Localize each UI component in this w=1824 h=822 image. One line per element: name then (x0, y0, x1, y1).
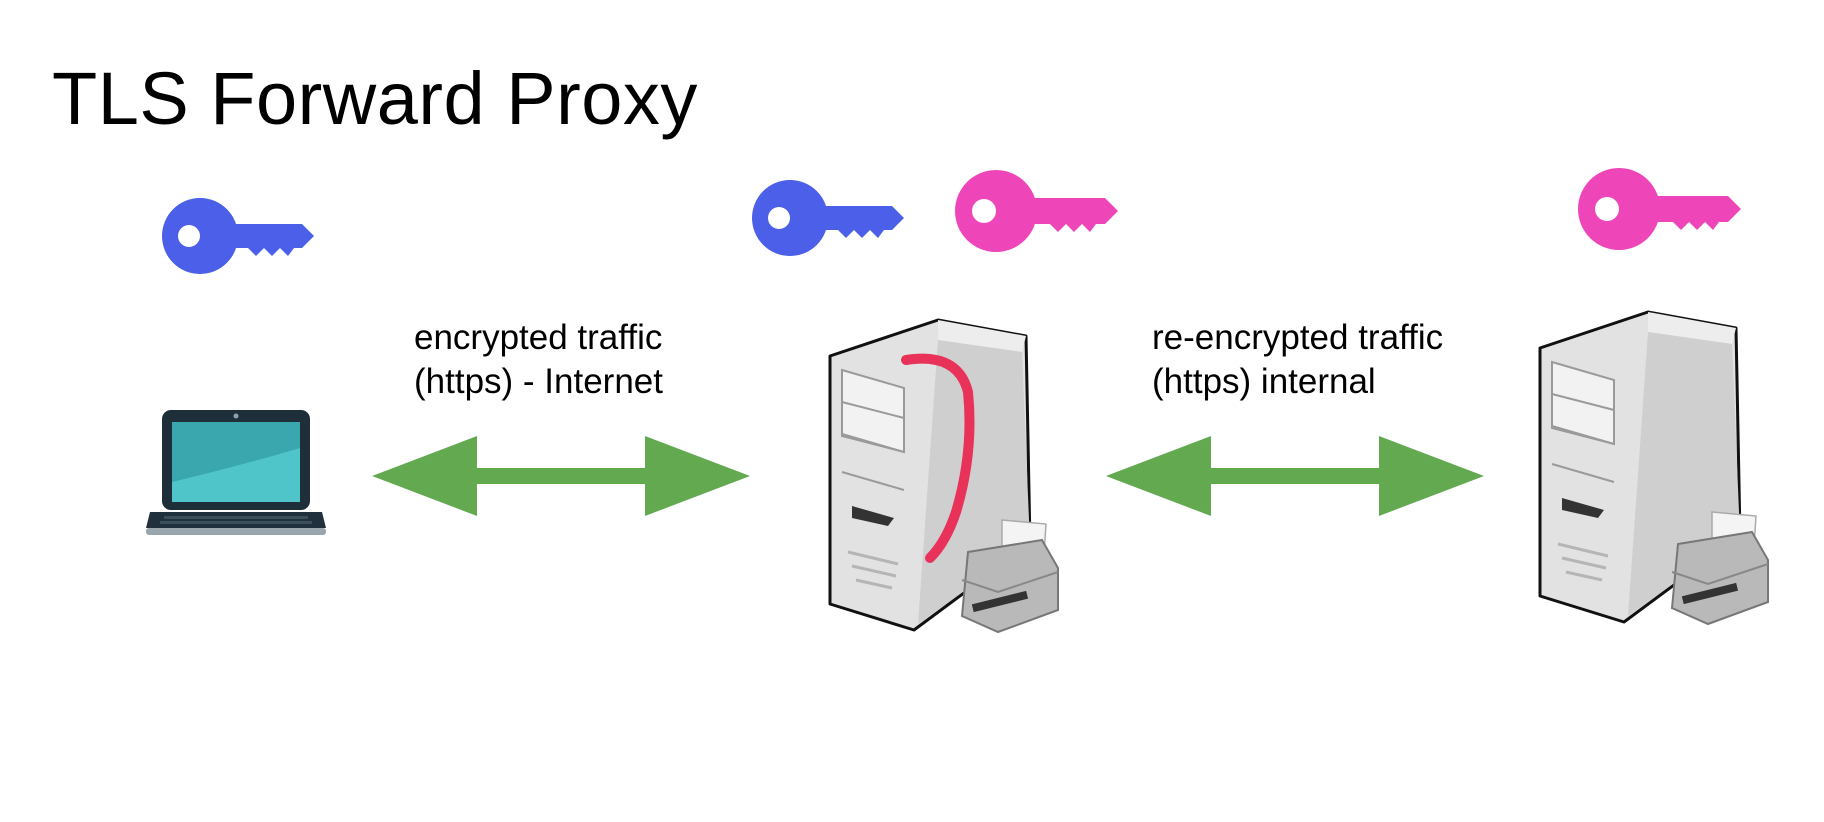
internal-link-label: re-encrypted traffic (https) internal (1152, 316, 1443, 404)
internet-link-label-line2: (https) - Internet (414, 362, 663, 401)
internal-double-arrow (1106, 436, 1484, 516)
proxy-pink-key-icon (955, 170, 1118, 252)
proxy-server-icon (828, 318, 1059, 634)
internal-server-icon (1538, 310, 1769, 626)
client-laptop-icon (146, 410, 326, 535)
diagram-title: TLS Forward Proxy (52, 57, 698, 140)
internal-link-label-line1: re-encrypted traffic (1152, 318, 1444, 357)
proxy-mark (901, 353, 975, 563)
proxy-blue-key-icon (752, 180, 904, 256)
internet-double-arrow (372, 436, 750, 516)
internet-link-label: encrypted traffic (https) - Internet (414, 316, 663, 404)
client-blue-key-icon (162, 198, 314, 274)
server-pink-key-icon (1578, 168, 1741, 250)
internal-link-label-line2: (https) internal (1152, 362, 1376, 401)
internet-link-label-line1: encrypted traffic (414, 318, 663, 357)
